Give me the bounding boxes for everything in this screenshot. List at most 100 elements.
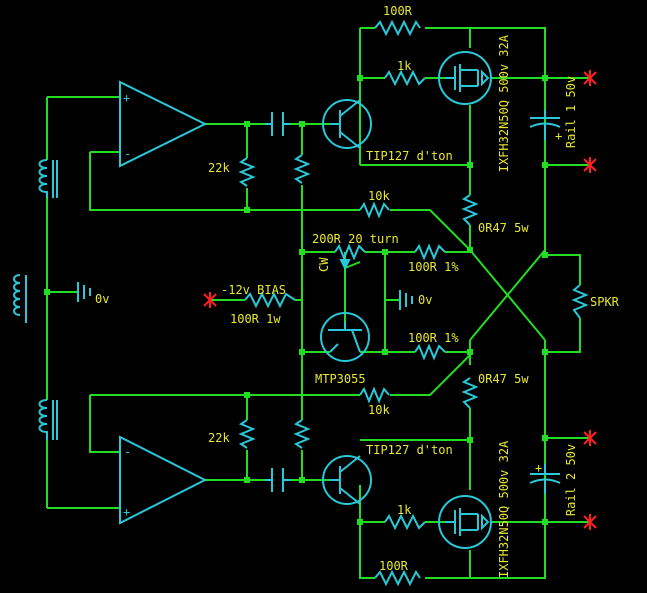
junction-dot [44, 289, 50, 295]
resistor-100r1-bot [414, 343, 446, 361]
speaker [571, 284, 589, 319]
terminal-bias [203, 292, 217, 308]
label-cw: CW [317, 257, 331, 272]
junction-dot [244, 477, 250, 483]
junction-dot [467, 162, 473, 168]
resistor-10k-bot [359, 386, 390, 404]
junction-dot [357, 519, 363, 525]
junction-dot [382, 249, 388, 255]
label-10k-top: 10k [368, 189, 390, 203]
resistor-100r1-top [414, 243, 446, 261]
transformer-bot-icon [38, 399, 58, 440]
resistor-22k-bot [238, 419, 256, 449]
junction-dot [467, 247, 473, 253]
label-cap-plus-bot: + [535, 461, 542, 475]
label-opamp-bot-plus: + [123, 505, 130, 519]
label-100r-bot: 100R [379, 559, 409, 573]
junction-dot [299, 349, 305, 355]
label-tip127-top: TIP127 d'ton [366, 149, 453, 163]
junction-dot [244, 121, 250, 127]
label-bias: -12v BIAS [221, 283, 286, 297]
label-100r1-top: 100R 1% [408, 260, 459, 274]
labels: 100R 1k IXFH32N50Q 500v 32A Rail 1 50v +… [95, 4, 620, 578]
label-pot: 200R 20 turn [312, 232, 399, 246]
label-opamp-bot-minus: - [124, 445, 131, 459]
resistor-100r-bot [374, 569, 421, 587]
opamp-bot [119, 435, 208, 525]
label-0v-mid: 0v [418, 293, 432, 307]
resistor-10k-top [359, 201, 390, 219]
components [13, 19, 589, 587]
capacitor-rail1 [529, 110, 561, 140]
opamp-top [119, 80, 208, 168]
pot-wiper-arrow [339, 259, 351, 271]
label-100r-top: 100R [383, 4, 413, 18]
resistor-0r47-bot [461, 377, 479, 409]
junction-dot [542, 162, 548, 168]
junction-dot [299, 477, 305, 483]
label-22k-top: 22k [208, 161, 230, 175]
label-0r47-bot: 0R47 5w [478, 372, 529, 386]
junction-dot [542, 349, 548, 355]
label-100r-bias: 100R 1w [230, 312, 281, 326]
transistor-tip127-bot [322, 455, 372, 505]
resistor-top-diode-link [293, 154, 311, 184]
junction-dot [542, 252, 548, 258]
transformer-top-icon [38, 159, 58, 198]
resistor-bias [244, 291, 296, 309]
potentiometer-200r [334, 243, 366, 261]
ground-left-icon [77, 282, 91, 302]
label-mtp3055: MTP3055 [315, 372, 366, 386]
opamp-pin-labels: + - - + [123, 91, 131, 519]
label-1k-top: 1k [397, 59, 412, 73]
junction-dot [357, 75, 363, 81]
terminal-rail2-bot [583, 514, 597, 530]
label-1k-bot: 1k [397, 503, 412, 517]
resistor-100r-top [374, 19, 421, 37]
mosfet-ixfh-top [438, 51, 492, 105]
label-cap-plus-top: + [555, 129, 562, 143]
junction-dot [382, 349, 388, 355]
terminals [203, 70, 597, 530]
resistor-1k-top [384, 69, 426, 87]
junction-dot [542, 519, 548, 525]
label-22k-bot: 22k [208, 431, 230, 445]
ground-mid-icon [399, 290, 413, 310]
junction-dot [244, 392, 250, 398]
resistor-22k-top [238, 157, 256, 187]
label-speaker: SPKR [590, 295, 620, 309]
label-opamp-top-minus: - [124, 147, 131, 161]
label-0v-left: 0v [95, 292, 109, 306]
junction-dots [44, 75, 548, 525]
junction-dot [244, 207, 250, 213]
input-coil-icon [13, 274, 27, 323]
capacitor-coupling-top [265, 112, 290, 136]
capacitor-rail2 [529, 464, 561, 494]
label-rail1: Rail 1 50v [564, 76, 578, 148]
terminal-rail1-top [583, 70, 597, 86]
junction-dot [467, 437, 473, 443]
terminal-rail1-bot [583, 157, 597, 173]
label-10k-bot: 10k [368, 403, 390, 417]
mosfet-ixfh-bot [438, 495, 492, 549]
capacitor-coupling-bot [265, 468, 290, 492]
resistor-1k-bot [384, 513, 426, 531]
transistor-mtp3055 [320, 312, 370, 362]
junction-dot [299, 121, 305, 127]
label-100r1-bot: 100R 1% [408, 331, 459, 345]
junction-dot [299, 249, 305, 255]
junction-dot [542, 435, 548, 441]
resistor-0r47-top [461, 194, 479, 226]
junction-dot [542, 75, 548, 81]
label-mosfet-top: IXFH32N50Q 500v 32A [497, 34, 511, 172]
label-opamp-top-plus: + [123, 91, 130, 105]
label-rail2: Rail 2 50v [564, 444, 578, 516]
transistor-tip127-top [322, 99, 372, 149]
label-tip127-bot: TIP127 d'ton [366, 443, 453, 457]
terminal-rail2-top [583, 430, 597, 446]
label-0r47-top: 0R47 5w [478, 221, 529, 235]
label-mosfet-bot: IXFH32N50Q 500v 32A [497, 440, 511, 578]
junction-dot [467, 349, 473, 355]
